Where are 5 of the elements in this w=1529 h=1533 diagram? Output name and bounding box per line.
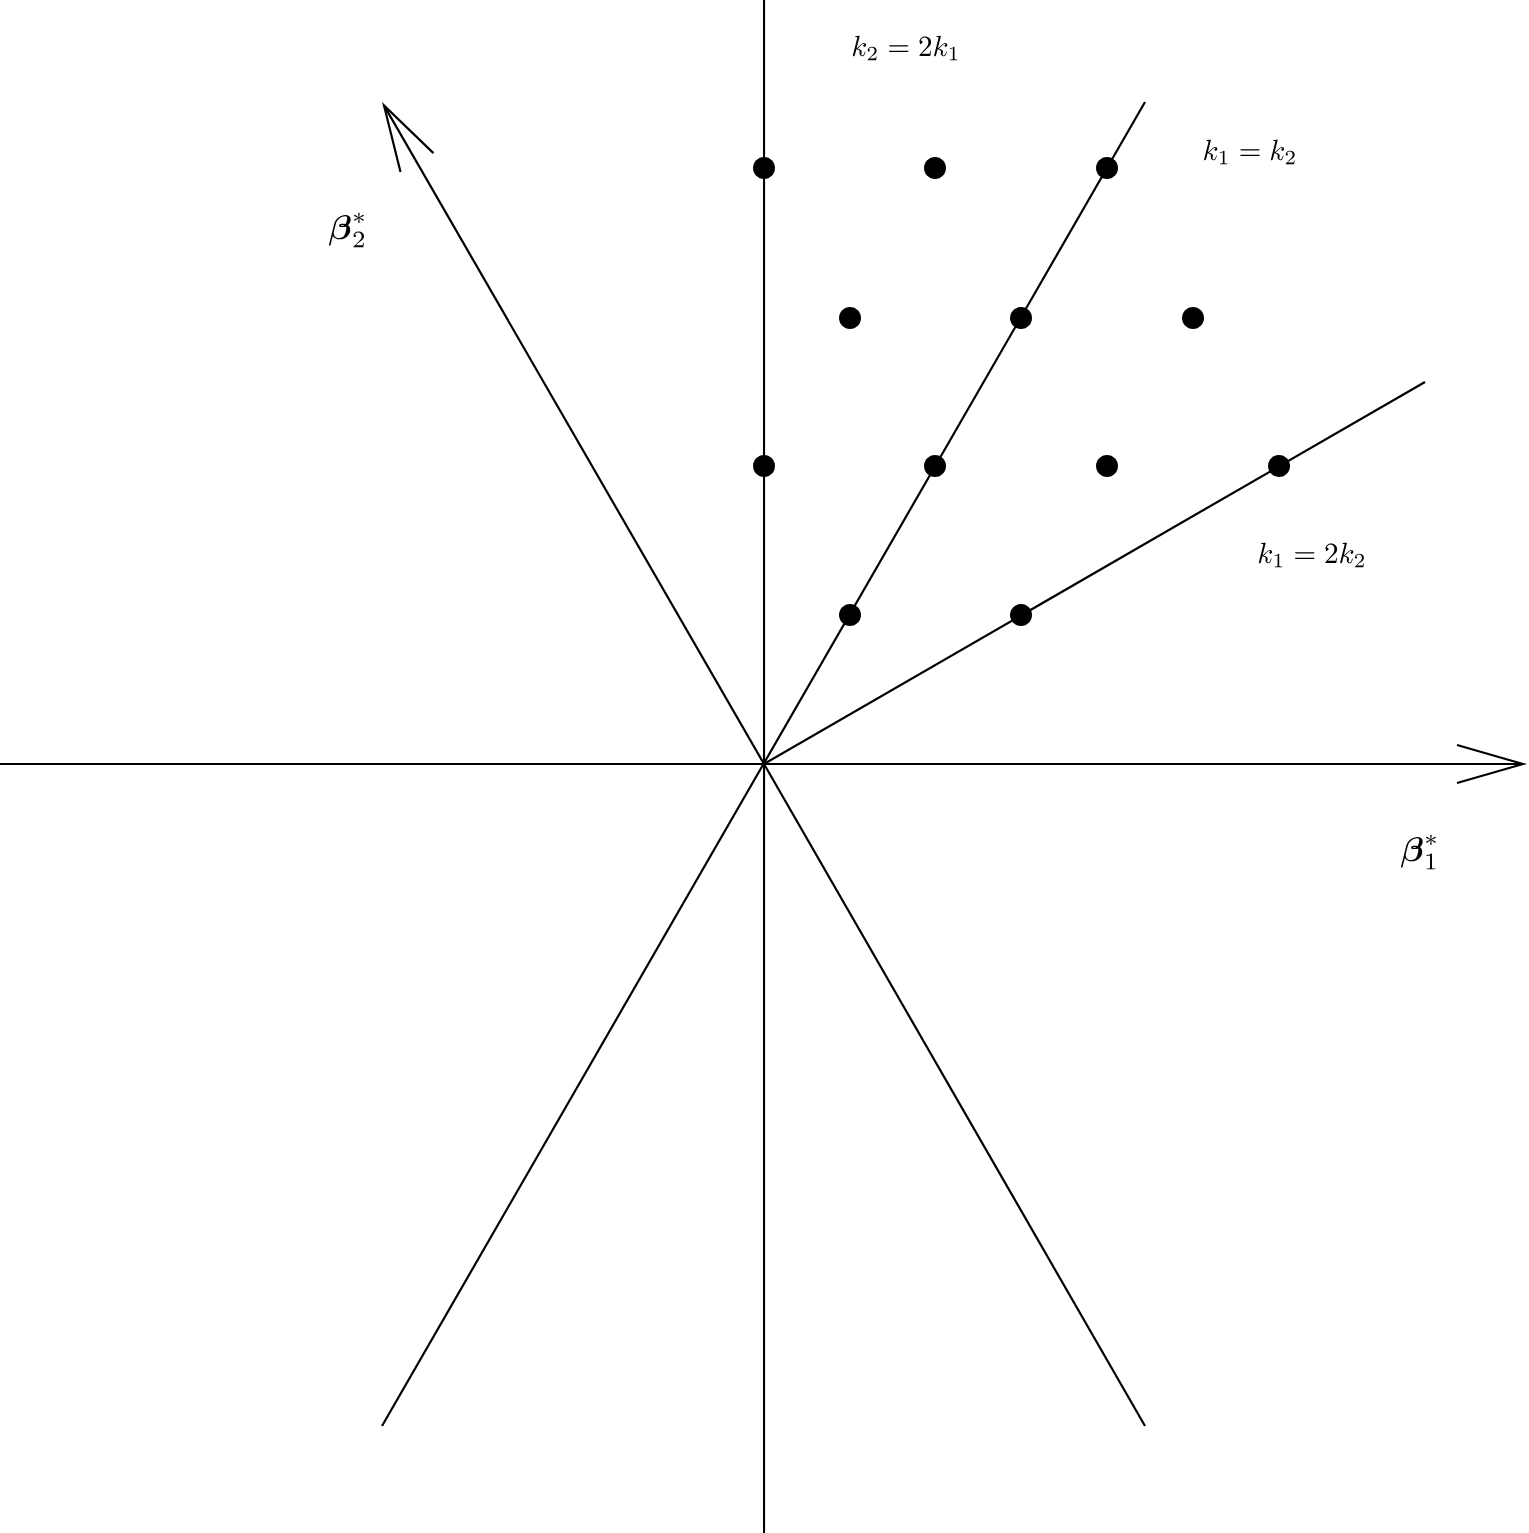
math-label: $\boldsymbol{\beta}_2^*$ — [328, 212, 364, 248]
math-label: $\boldsymbol{\beta}_1^*$ — [1400, 834, 1436, 870]
math-label: $k_1 = k_2$ — [1204, 139, 1295, 165]
math-label: $k_2 = 2k_1$ — [852, 35, 958, 61]
math-label: $k_1 = 2k_2$ — [1258, 542, 1364, 568]
